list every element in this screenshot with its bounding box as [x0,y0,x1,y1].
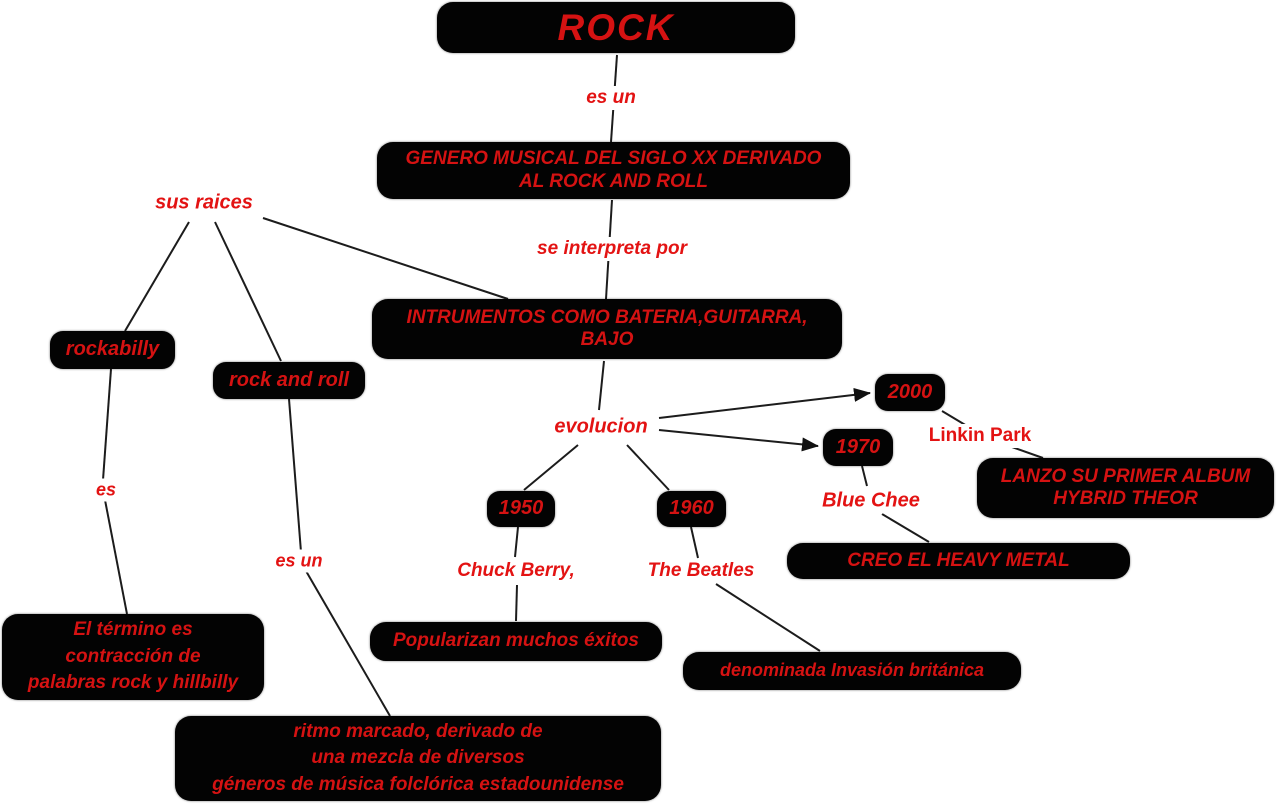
node-lanzo-album-line1: LANZO SU PRIMER ALBUM [1000,465,1251,487]
node-1970[interactable]: 1970 [823,429,893,466]
edge-susraices-rockabilly [124,221,190,332]
edge-label-es-un-bottom[interactable]: es un [270,549,328,573]
node-rock-and-roll[interactable]: rock and roll [213,362,365,399]
node-1960[interactable]: 1960 [657,491,726,527]
node-rock-and-roll-text: rock and roll [228,368,350,391]
node-popularizan-text: Popularizan muchos éxitos [393,630,639,652]
edge-label-es[interactable]: es [90,478,122,502]
node-ritmo-marcado-line1: ritmo marcado, derivado de [293,720,543,742]
node-denominada-text: denominada Invasión británica [719,660,985,681]
node-rock-text: ROCK [557,6,675,48]
node-1950[interactable]: 1950 [487,491,555,527]
node-rock[interactable]: ROCK [437,2,795,53]
node-1970-text: 1970 [835,435,881,458]
node-el-termino-line1: El término es [73,619,193,641]
node-2000[interactable]: 2000 [875,374,945,411]
node-1950-text: 1950 [498,497,544,520]
edge-susraices-intrumentos [262,217,509,300]
edge-es-eltermino [104,499,128,615]
node-el-termino-line3: palabras rock y hillbilly [27,672,239,694]
edge-label-se-interpreta-por[interactable]: se interpreta por [532,237,692,261]
edge-evolucion-1960 [626,444,670,491]
edge-rockabilly-es [102,368,112,481]
edge-bluechee-creo [881,513,930,543]
edge-evolucion-1950 [523,444,579,491]
node-el-termino[interactable]: El término es contracción de palabras ro… [2,614,264,700]
edge-linkinpark-lanzo [1011,446,1044,459]
node-ritmo-marcado-line2: una mezcla de diversos [311,747,525,769]
node-genero-musical[interactable]: GENERO MUSICAL DEL SIGLO XX DERIVADO AL … [377,142,850,199]
edge-susraices-rockandroll [214,221,282,362]
edge-label-linkin-park[interactable]: Linkin Park [923,424,1037,448]
edge-label-blue-chee[interactable]: Blue Chee [817,488,925,514]
node-rockabilly[interactable]: rockabilly [50,331,175,369]
edge-thebeatles-denominada [715,583,821,652]
node-creo-heavy-metal[interactable]: CREO EL HEAVY METAL [787,543,1130,579]
edge-esun-ritmo [305,570,391,717]
edge-1960-thebeatles [690,526,699,559]
node-creo-heavy-metal-text: CREO EL HEAVY METAL [847,549,1070,571]
node-ritmo-marcado[interactable]: ritmo marcado, derivado de una mezcla de… [175,716,661,801]
node-genero-musical-line2: AL ROCK AND ROLL [519,170,708,192]
node-rockabilly-text: rockabilly [65,338,160,361]
node-intrumentos-line2: BAJO [580,329,634,350]
node-2000-text: 2000 [887,380,933,403]
edge-label-sus-raices[interactable]: sus raices [150,190,258,216]
edge-rockandroll-esun [288,398,302,553]
node-1960-text: 1960 [669,497,714,520]
edge-chuckberry-popularizan [515,584,518,622]
edge-intrumentos-evolucion [598,360,605,411]
node-ritmo-marcado-line3: géneros de música folclórica estadounide… [212,773,624,795]
node-lanzo-album-line2: HYBRID THEOR [1053,488,1198,509]
edge-evolucion-1970 [658,429,819,452]
edge-1970-bluechee [861,465,868,487]
edge-evolucion-2000 [658,387,871,419]
edge-label-es-un-top[interactable]: es un [581,86,641,110]
node-el-termino-line2: contracción de [65,645,201,667]
edge-label-evolucion[interactable]: evolucion [549,414,653,440]
edge-2000-linkinpark [941,410,968,427]
node-intrumentos-line1: INTRUMENTOS COMO BATERIA,GUITARRA, [406,306,808,328]
edge-label-chuck-berry[interactable]: Chuck Berry, [452,559,580,583]
node-denominada[interactable]: denominada Invasión británica [683,652,1021,690]
edge-1950-chuckberry [514,526,519,558]
node-genero-musical-line1: GENERO MUSICAL DEL SIGLO XX DERIVADO [405,148,822,170]
node-intrumentos[interactable]: INTRUMENTOS COMO BATERIA,GUITARRA, BAJO [372,299,842,359]
node-lanzo-album[interactable]: LANZO SU PRIMER ALBUM HYBRID THEOR [977,458,1274,518]
edge-label-the-beatles[interactable]: The Beatles [642,559,760,583]
node-popularizan[interactable]: Popularizan muchos éxitos [370,622,662,661]
